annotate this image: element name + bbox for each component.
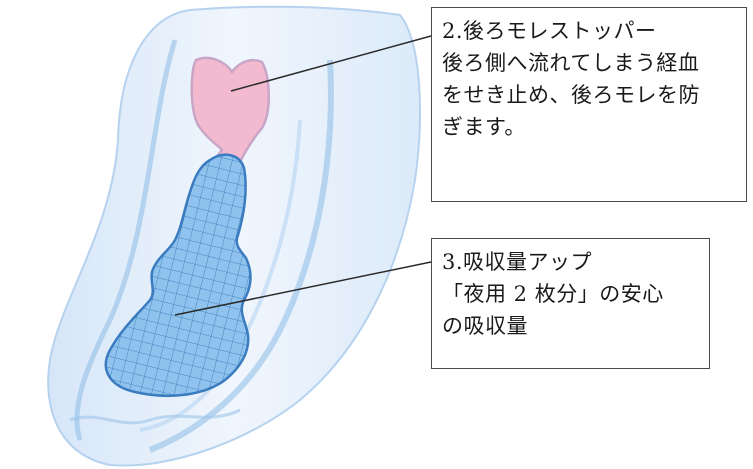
- pad-inner-channel-left: [74, 39, 178, 441]
- callout-back-leak-stopper-text-1: 後ろ側へ流れてしまう経血: [442, 51, 700, 75]
- back-leak-stopper: [190, 56, 270, 164]
- leader-line-absorbency: [174, 261, 432, 316]
- callout-absorbency-up-text-1: 「夜用 2 枚分」の安心: [442, 282, 664, 306]
- callout-back-leak-stopper-text-3: ぎます。: [442, 115, 526, 139]
- callout-back-leak-stopper-title: 2.後ろモレストッパー: [442, 19, 657, 43]
- leader-line-back-leak-stopper: [230, 35, 432, 92]
- callout-back-leak-stopper-text-2: をせき止め、後ろモレを防: [442, 83, 700, 107]
- pad-edge-wave: [69, 408, 241, 425]
- callout-absorbency-up-text-2: の吸収量: [442, 314, 528, 338]
- pad-inner-channel-right: [148, 59, 334, 453]
- callout-back-leak-stopper: 2.後ろモレストッパー 後ろ側へ流れてしまう経血 をせき止め、後ろモレを防 ぎま…: [431, 7, 747, 202]
- callout-absorbency-up: 3.吸収量アップ 「夜用 2 枚分」の安心 の吸収量: [431, 238, 710, 369]
- callout-absorbency-up-title: 3.吸収量アップ: [442, 250, 593, 274]
